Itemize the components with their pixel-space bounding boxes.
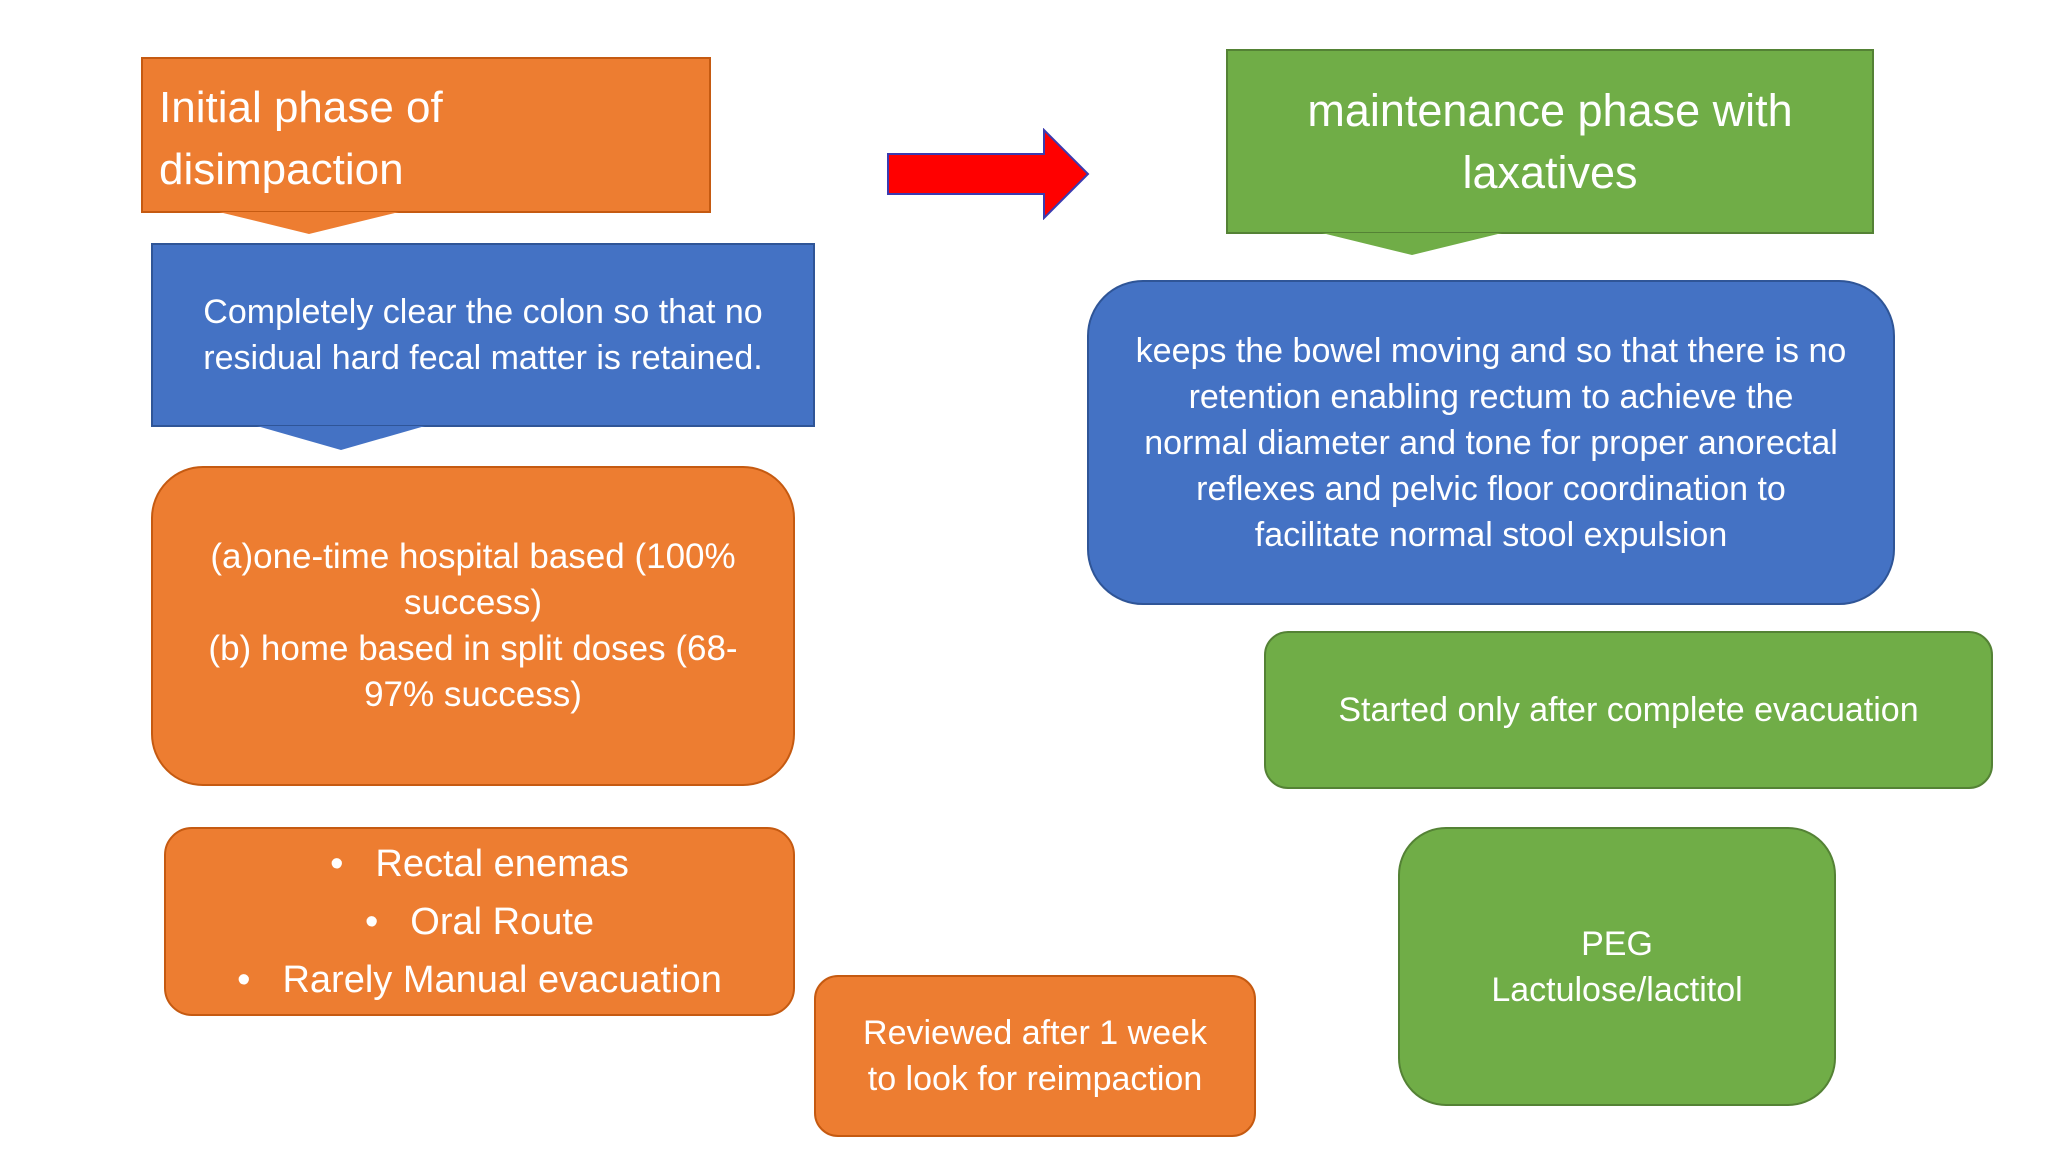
maintenance-goal-line-2: retention enabling rectum to achieve the [1188, 377, 1794, 416]
disimpaction-goal-pointer [257, 426, 425, 450]
maintenance-goal-line-3: normal diameter and tone for proper anor… [1144, 423, 1838, 462]
routes-list: Rectal enemas Oral Route Rarely Manual e… [237, 835, 722, 1009]
review-line-1: Reviewed after 1 week [863, 1014, 1207, 1052]
laxative-item-peg: PEG [1581, 924, 1653, 963]
disimpaction-options-box: (a)one-time hospital based (100% success… [151, 466, 795, 786]
disimpaction-routes-box: Rectal enemas Oral Route Rarely Manual e… [164, 827, 795, 1016]
right-arrow-shape [887, 128, 1090, 220]
disimpaction-goal-box: Completely clear the colon so that no re… [151, 243, 815, 427]
options-line-2: success) [403, 583, 543, 622]
options-line-3: (b) home based in split doses (68- [208, 629, 738, 668]
initial-phase-title-box: Initial phase of disimpaction [141, 57, 711, 213]
start-condition-box: Started only after complete evacuation [1264, 631, 1993, 789]
maintenance-goal-line-5: facilitate normal stool expulsion [1254, 515, 1728, 554]
route-item-manual-evacuation: Rarely Manual evacuation [237, 951, 721, 1009]
maintenance-goal-line-4: reflexes and pelvic floor coordination t… [1196, 469, 1786, 508]
initial-phase-title-line-1: Initial phase of [159, 83, 443, 132]
right-arrow-icon [887, 128, 1090, 220]
initial-phase-title-line-2: disimpaction [159, 145, 404, 194]
review-box: Reviewed after 1 week to look for reimpa… [814, 975, 1256, 1137]
laxatives-box: PEG Lactulose/lactitol [1398, 827, 1836, 1106]
laxative-item-lactulose: Lactulose/lactitol [1491, 970, 1743, 1009]
maintenance-goal-box: keeps the bowel moving and so that there… [1087, 280, 1895, 605]
disimpaction-goal-line-2: residual hard fecal matter is retained. [203, 339, 763, 377]
route-item-oral-route: Oral Route [237, 893, 722, 951]
route-item-rectal-enemas: Rectal enemas [237, 835, 722, 893]
options-line-1: (a)one-time hospital based (100% [210, 537, 736, 576]
disimpaction-goal-line-1: Completely clear the colon so that no [203, 293, 763, 331]
review-line-2: to look for reimpaction [867, 1060, 1203, 1098]
maintenance-title-line-1: maintenance phase with [1307, 84, 1793, 136]
maintenance-goal-line-1: keeps the bowel moving and so that there… [1135, 331, 1847, 370]
initial-phase-title-pointer [219, 212, 399, 234]
maintenance-title-line-2: laxatives [1462, 146, 1638, 198]
options-line-4: 97% success) [364, 675, 582, 714]
maintenance-phase-title-box: maintenance phase with laxatives [1226, 49, 1874, 234]
maintenance-title-pointer [1322, 233, 1502, 255]
start-condition-text: Started only after complete evacuation [1338, 691, 1919, 729]
